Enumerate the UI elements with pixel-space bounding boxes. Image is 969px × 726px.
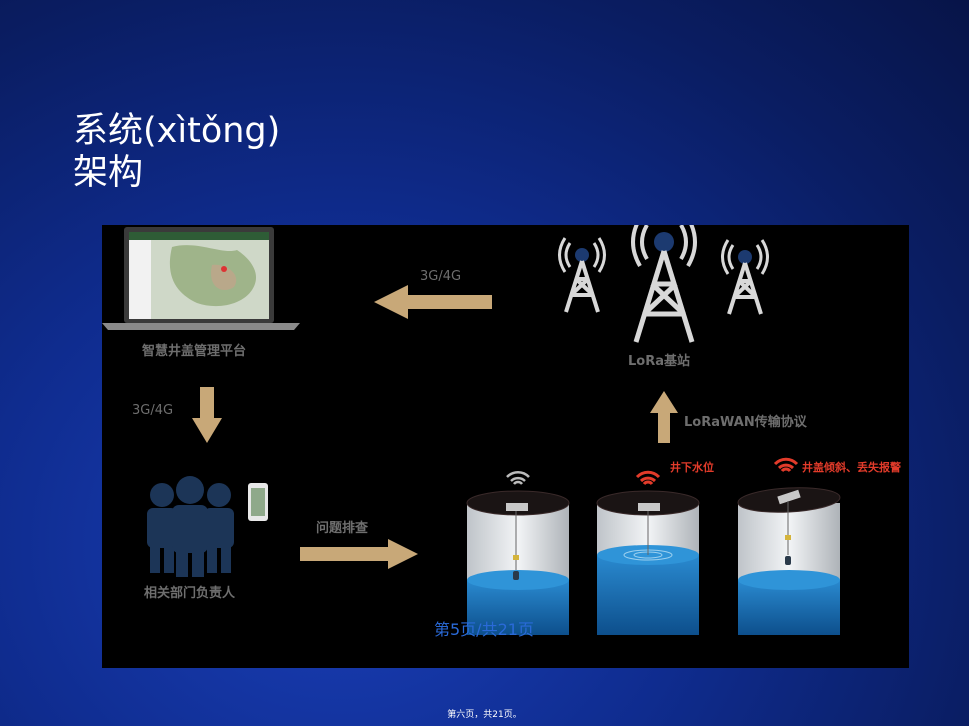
tower-icon-large [631, 225, 697, 343]
arrow-top-label: 3G/4G [420, 269, 462, 284]
protocol-label: LoRaWAN传输协议 [684, 415, 807, 430]
alert-water-level: 井下水位 [670, 461, 714, 474]
arrow-to-platform [374, 285, 492, 319]
page-number: 第5页/共21页 [434, 620, 534, 639]
manhole-tank-2 [596, 470, 700, 635]
wifi-icon-red-tilt [773, 457, 799, 473]
platform-label-text: 智慧井盖管理平台 [142, 344, 247, 359]
wifi-icon-red-water [635, 470, 661, 486]
footer-text: 第六页，共21页。 [447, 710, 522, 720]
arrow-up-lorawan [650, 391, 678, 443]
base-station-label: LoRa基站 [628, 354, 690, 369]
phone-icon [248, 483, 268, 521]
slide-title-line1: 系统(xìtǒng) [73, 111, 281, 151]
slide-title-line2: 架构 [73, 153, 144, 193]
arrow-down-to-personnel [192, 387, 222, 443]
tower-icon-small-right [721, 239, 769, 315]
manhole-tank-1 [466, 470, 570, 635]
slide-title: 系统(xìtǒng) 架构 [73, 110, 280, 194]
wifi-icon-gray [506, 470, 530, 485]
manhole-tank-3 [737, 457, 841, 635]
laptop-icon [102, 227, 300, 330]
arrow-to-manholes [300, 539, 418, 569]
tower-icon-small-left [558, 237, 606, 313]
arrow-left-label: 3G/4G [132, 403, 174, 418]
personnel-icon [147, 476, 234, 577]
personnel-label: 相关部门负责人 [144, 586, 236, 601]
architecture-diagram: 智慧井盖管理平台 3G/4G LoRa基站 3G/4G LoRaWAN传输协议 … [102, 225, 909, 668]
alert-tilt-loss: 井盖倾斜、丢失报警 [802, 461, 901, 474]
troubleshoot-label: 问题排查 [316, 521, 369, 536]
